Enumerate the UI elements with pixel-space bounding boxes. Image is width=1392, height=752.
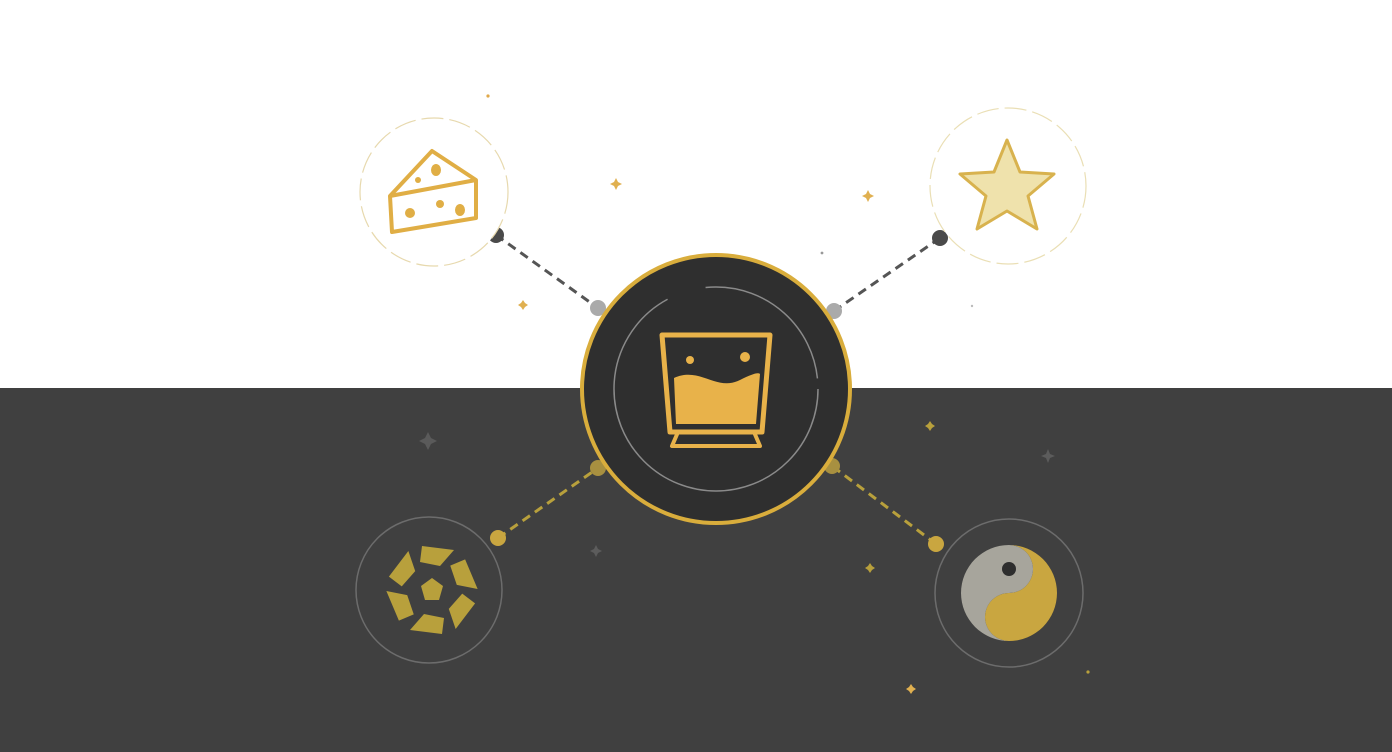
edge-hub-top-right <box>826 230 948 319</box>
edge-hub-bottom-right <box>824 458 944 552</box>
edge-hub-bottom-left <box>490 460 606 546</box>
whiskey-glass-icon <box>659 332 773 448</box>
yin-yang-icon <box>961 545 1057 641</box>
geometric-knot-icon <box>386 546 478 634</box>
cheese-icon <box>388 149 478 234</box>
node-bottom-left[interactable] <box>355 516 503 664</box>
node-top-left[interactable] <box>359 117 509 267</box>
hub-node[interactable] <box>580 253 852 525</box>
node-top-right[interactable] <box>929 107 1087 265</box>
sparkle-decorations <box>419 94 1090 694</box>
star-icon <box>958 138 1056 231</box>
node-bottom-right[interactable] <box>934 518 1084 668</box>
edge-hub-top-left <box>488 227 606 316</box>
